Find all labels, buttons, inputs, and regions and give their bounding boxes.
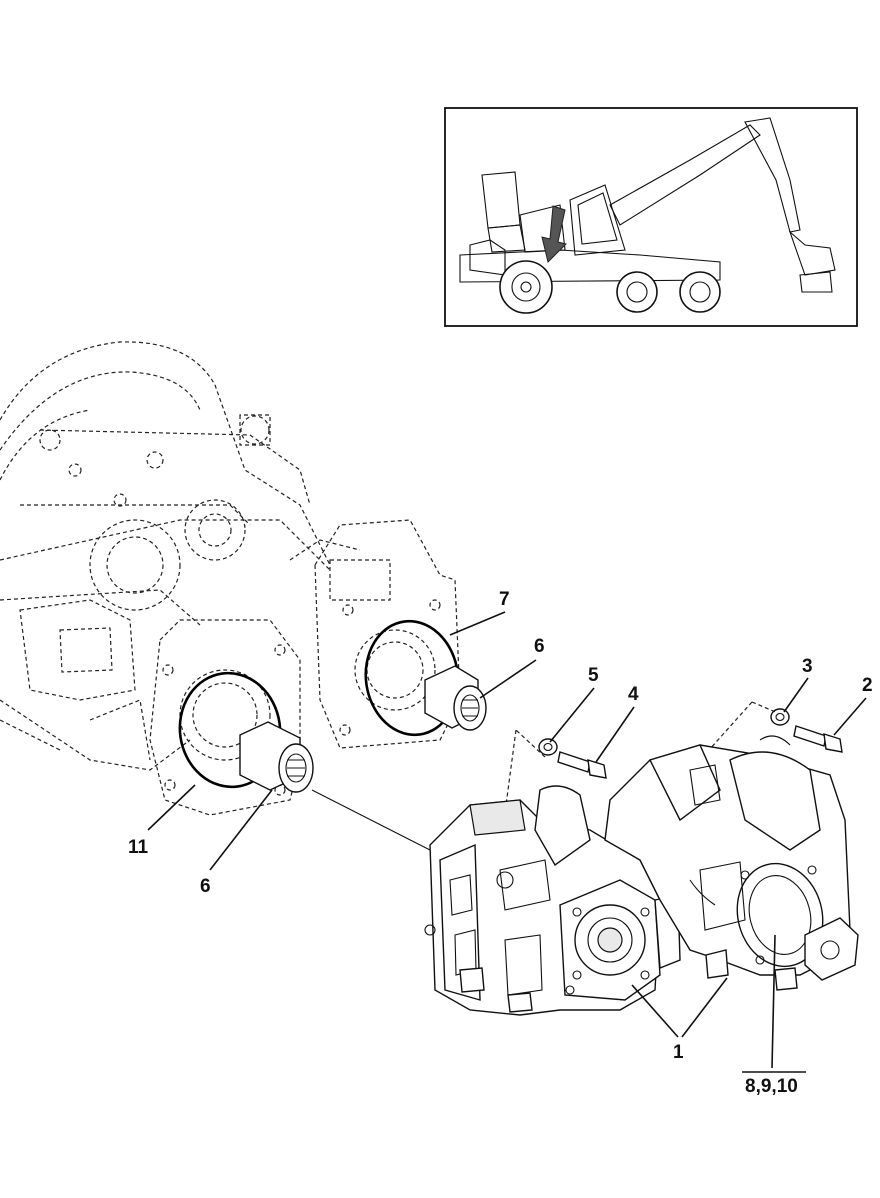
callout-5: 5: [588, 665, 599, 686]
washer-5: [538, 738, 558, 756]
washer-3: [770, 708, 790, 726]
bolt-4: [557, 751, 607, 779]
callout-6-upper: 6: [534, 636, 545, 657]
leader-lines: [147, 611, 867, 1073]
callout-4: 4: [628, 684, 639, 705]
callout-11: 11: [128, 837, 149, 858]
callout-3: 3: [802, 656, 813, 677]
machine-overview-inset: [444, 107, 858, 327]
bolt-2: [793, 725, 843, 753]
callout-7: 7: [499, 589, 510, 610]
callout-8-9-10: 8,9,10: [745, 1076, 798, 1097]
coupling-sleeve-lower: [239, 721, 314, 793]
callout-1: 1: [673, 1042, 684, 1063]
transmission-housing-ghost: [0, 341, 461, 816]
hydraulic-pump-front: [424, 785, 681, 1016]
coupling-sleeve-upper: [424, 665, 487, 731]
callout-2: 2: [862, 675, 873, 696]
location-arrow-icon: [541, 205, 567, 263]
hydraulic-pump-rear: [604, 735, 859, 991]
o-ring-lower: [178, 671, 282, 789]
callout-6-lower: 6: [200, 876, 211, 897]
